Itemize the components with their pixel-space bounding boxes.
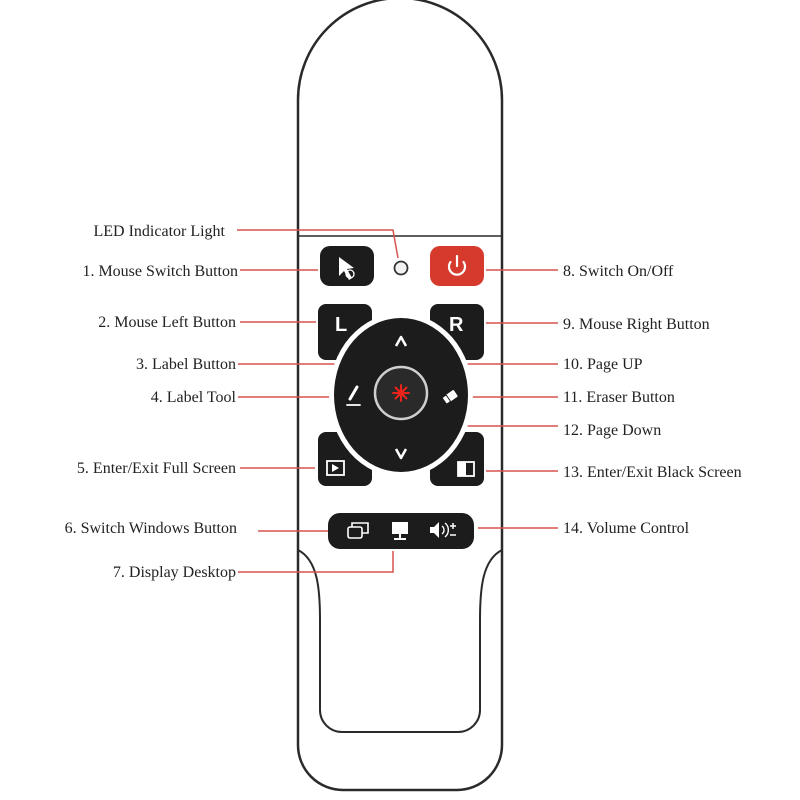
label-switch-windows: 6. Switch Windows Button bbox=[65, 520, 237, 537]
pen-icon bbox=[346, 385, 361, 406]
volume-control-button[interactable] bbox=[430, 522, 456, 538]
down-arrow-icon bbox=[394, 448, 408, 460]
led-indicator-light bbox=[393, 260, 409, 276]
fullscreen-icon bbox=[326, 460, 345, 476]
label-label-tool: 4. Label Tool bbox=[151, 389, 237, 406]
label-black-screen: 13. Enter/Exit Black Screen bbox=[563, 464, 742, 481]
leader-lines bbox=[237, 229, 558, 573]
label-volume-control: 14. Volume Control bbox=[563, 520, 690, 537]
label-led-indicator-light: LED Indicator Light bbox=[93, 223, 225, 240]
page-up-button[interactable] bbox=[394, 335, 408, 347]
label-mouse-right-button: 9. Mouse Right Button bbox=[563, 316, 710, 333]
label-label-button: 3. Label Button bbox=[136, 356, 236, 373]
cursor-icon bbox=[339, 257, 355, 280]
label-mouse-switch-button: 1. Mouse Switch Button bbox=[82, 263, 238, 280]
power-button[interactable] bbox=[430, 246, 484, 286]
label-tool-button[interactable] bbox=[346, 385, 361, 406]
mouse-switch-button[interactable] bbox=[320, 246, 374, 286]
page-down-button[interactable] bbox=[394, 448, 408, 460]
label-fullscreen: 5. Enter/Exit Full Screen bbox=[77, 460, 236, 477]
callout-labels: LED Indicator Light 1. Mouse Switch Butt… bbox=[65, 223, 742, 581]
switch-windows-button[interactable] bbox=[347, 522, 369, 539]
remote-body bbox=[296, 0, 504, 792]
windows-icon bbox=[347, 522, 369, 539]
right-button-label: R bbox=[449, 314, 464, 336]
label-eraser-button: 11. Eraser Button bbox=[563, 389, 675, 406]
eraser-button[interactable] bbox=[441, 390, 458, 405]
led-dot-icon bbox=[393, 260, 409, 276]
up-arrow-icon bbox=[394, 335, 408, 347]
label-page-down: 12. Page Down bbox=[563, 422, 661, 439]
left-button-label: L bbox=[335, 314, 347, 336]
label-page-up: 10. Page UP bbox=[563, 356, 643, 373]
eraser-icon bbox=[441, 390, 458, 405]
volume-icon bbox=[430, 522, 456, 538]
display-desktop-button[interactable] bbox=[392, 522, 408, 540]
desktop-icon bbox=[392, 522, 408, 540]
label-switch-on-off: 8. Switch On/Off bbox=[563, 263, 674, 280]
label-mouse-left-button: 2. Mouse Left Button bbox=[98, 314, 236, 331]
label-button[interactable] bbox=[373, 365, 429, 421]
power-icon bbox=[447, 254, 467, 276]
black-screen-icon bbox=[457, 461, 475, 477]
label-display-desktop: 7. Display Desktop bbox=[113, 564, 236, 581]
